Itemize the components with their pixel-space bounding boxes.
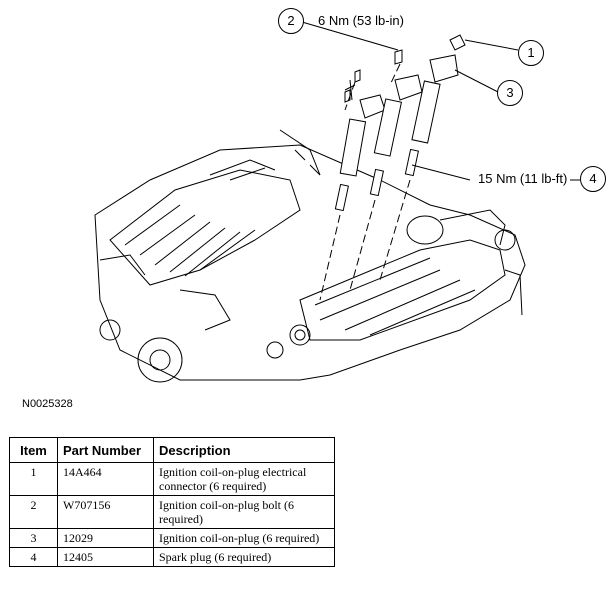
header-item: Item xyxy=(9,437,58,463)
spark-plug-2 xyxy=(369,168,385,197)
coil-bolts xyxy=(344,49,403,103)
coil-on-plug-3 xyxy=(411,34,466,144)
callout-3-number: 3 xyxy=(497,80,523,106)
header-description: Description xyxy=(153,437,335,463)
callout-4-number: 4 xyxy=(580,166,606,192)
coil-on-plug-2 xyxy=(373,74,423,157)
table-row: 3 12029 Ignition coil-on-plug (6 require… xyxy=(9,528,335,548)
cell-item: 2 xyxy=(9,495,58,529)
coil-on-plug-1 xyxy=(339,79,386,177)
intake-manifold xyxy=(109,159,301,286)
callout-4-torque: 15 Nm (11 lb-ft) xyxy=(478,171,568,186)
cell-part-number: 12405 xyxy=(57,547,154,567)
callout-1-number: 1 xyxy=(518,40,544,66)
table-row: 1 14A464 Ignition coil-on-plug electrica… xyxy=(9,462,335,496)
pulley xyxy=(99,319,183,383)
cell-description: Ignition coil-on-plug (6 required) xyxy=(153,528,335,548)
table-header-row: Item Part Number Description xyxy=(9,437,335,463)
cell-item: 1 xyxy=(9,462,58,496)
cell-description: Spark plug (6 required) xyxy=(153,547,335,567)
throttle-body xyxy=(406,209,523,316)
figure-id: N0025328 xyxy=(22,398,73,410)
table-row: 2 W707156 Ignition coil-on-plug bolt (6 … xyxy=(9,495,335,529)
engine-illustration xyxy=(94,21,580,383)
dashed-guides xyxy=(319,63,411,301)
cell-description: Ignition coil-on-plug bolt (6 required) xyxy=(153,495,335,529)
cell-part-number: 12029 xyxy=(57,528,154,548)
header-part-number: Part Number xyxy=(57,437,154,463)
coil-on-plug-group xyxy=(334,34,466,212)
leader-lines xyxy=(301,21,580,181)
valve-cover xyxy=(266,239,506,359)
callout-2-torque: 6 Nm (53 lb-in) xyxy=(318,13,404,28)
cell-item: 3 xyxy=(9,528,58,548)
engine-block-outline xyxy=(94,144,526,381)
spark-plug-3 xyxy=(404,148,420,177)
cell-part-number: 14A464 xyxy=(57,462,154,496)
cell-part-number: W707156 xyxy=(57,495,154,529)
parts-table: Item Part Number Description 1 14A464 Ig… xyxy=(9,437,335,567)
spark-plug-1 xyxy=(334,183,350,212)
callout-2-number: 2 xyxy=(278,8,304,34)
cell-item: 4 xyxy=(9,547,58,567)
table-row: 4 12405 Spark plug (6 required) xyxy=(9,547,335,567)
cell-description: Ignition coil-on-plug electrical connect… xyxy=(153,462,335,496)
